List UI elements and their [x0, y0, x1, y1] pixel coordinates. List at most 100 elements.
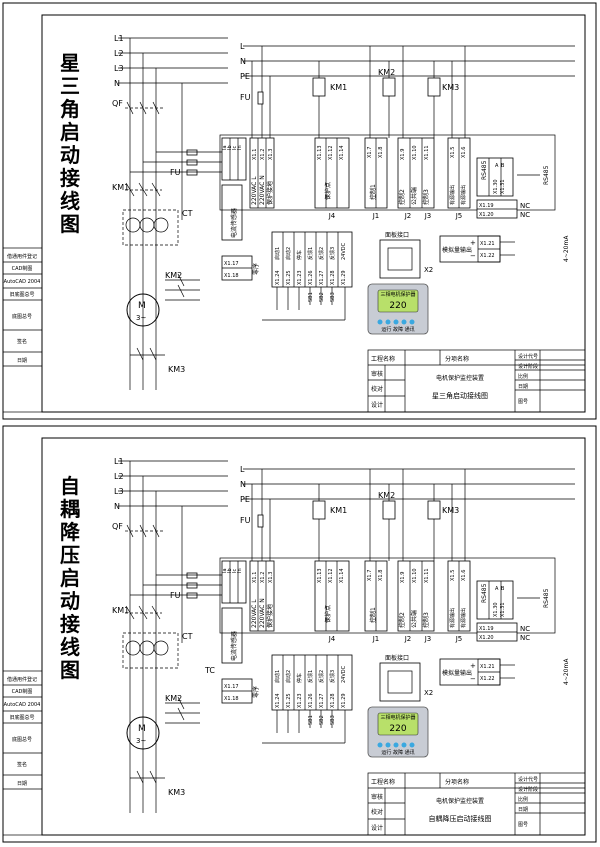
terminal-j4: X1.14 — [339, 568, 345, 583]
rs485-pin: X1.31 — [500, 602, 506, 617]
input-label: 停车 — [296, 250, 303, 260]
switch-label: SB3 — [330, 292, 336, 302]
ct-sensor-top: Ib — [227, 568, 233, 573]
terminal-j5-label: 有源输出 — [460, 185, 467, 205]
j-label: J4 — [328, 212, 336, 220]
input-terminal: X1.23 — [297, 693, 303, 708]
analog-minus: − — [470, 675, 476, 683]
label-km2: KM2 — [165, 694, 182, 703]
terminal-j1: X1.7 — [367, 147, 373, 158]
switch-label: SB3 — [330, 715, 336, 725]
tb-scale: 比例 — [518, 796, 528, 803]
input-terminal: X1.28 — [330, 270, 336, 285]
panel-label: 面板接口 — [385, 654, 409, 662]
ct-sensor-label: 电流传感器 — [230, 208, 238, 238]
terminal-power: X1.1 — [252, 149, 258, 160]
tb-date: 日期 — [518, 384, 528, 390]
rs485-ab: B — [501, 586, 505, 592]
line-label-l: L — [240, 42, 245, 51]
x2-label: X2 — [424, 689, 433, 697]
label-qf: QF — [112, 99, 123, 108]
input-label: 反馈1 — [307, 247, 314, 260]
tb-fig: 图号 — [518, 399, 528, 405]
terminal-power-label: 保护接地 — [266, 604, 274, 628]
tb-scale: 比例 — [518, 373, 528, 380]
ct-sensor-top: In — [237, 568, 243, 573]
side-block-text: 签名 — [17, 761, 27, 768]
terminal-power: X1.2 — [260, 572, 266, 583]
label-motor: M — [138, 724, 146, 734]
label-qf: QF — [112, 522, 123, 531]
line-label-l2: L2 — [114, 49, 124, 58]
side-block-text: CAD制图 — [12, 688, 33, 695]
side-block-text: 借通用件登记 — [7, 676, 37, 683]
input-label: 反馈3 — [329, 247, 336, 260]
tb-sub: 分项名称 — [445, 778, 469, 786]
side-block-text: 底图总号 — [12, 313, 32, 320]
switch-label: SB2 — [319, 292, 325, 302]
terminal-j2j3-label: 公共端 — [410, 610, 418, 628]
sheet-title-char: 降 — [60, 520, 81, 544]
tb-drawing-name: 星三角启动接线图 — [432, 391, 488, 400]
rs485-label: RS485 — [481, 160, 488, 180]
line-label-l2: L2 — [114, 472, 124, 481]
terminal-j4: X1.12 — [328, 145, 334, 160]
analog-terminal: X1.22 — [480, 676, 495, 682]
analog-range: 4~20mA — [563, 235, 570, 262]
sheet-title-char: 启 — [60, 120, 80, 144]
sheet-title-char: 图 — [60, 658, 80, 682]
zero-seq-terminal: X1.17 — [224, 684, 239, 690]
tb-proj: 工程名称 — [371, 355, 395, 363]
panel-label: 面板接口 — [385, 231, 409, 239]
j4-label: 保护点 — [324, 605, 332, 623]
x2-label: X2 — [424, 266, 433, 274]
sheet-title-char: 角 — [60, 97, 80, 121]
terminal-j2j3: X1.11 — [424, 145, 430, 160]
relay-km1: KM1 — [330, 506, 347, 515]
label-ct: CT — [182, 209, 193, 218]
input-terminal: X1.29 — [341, 693, 347, 708]
tb-date: 日期 — [518, 807, 528, 813]
tb-sub: 分项名称 — [445, 355, 469, 363]
terminal-j2j3-label: 控制2 — [398, 189, 406, 205]
ct-sensor-top: In — [237, 145, 243, 150]
j1-label: 控制1 — [369, 184, 377, 200]
j-label: J4 — [328, 635, 336, 643]
terminal-j5-label: 有源输出 — [449, 185, 456, 205]
sheet-title-char: 动 — [60, 143, 80, 167]
terminal-power: X1.2 — [260, 149, 266, 160]
side-block-text: 日期 — [17, 358, 27, 364]
ct-sensor-top: Ic — [232, 146, 238, 150]
tb-drawing-name: 自耦降压启动接线图 — [429, 814, 492, 823]
analog-label: 模拟量输出 — [442, 246, 472, 254]
line-label-n2: N — [240, 480, 246, 489]
label-km3: KM3 — [168, 365, 185, 374]
side-block-text: AutoCAD 2004 — [4, 702, 41, 708]
input-terminal: X1.27 — [319, 270, 325, 285]
input-terminal: X1.29 — [341, 270, 347, 285]
nc-terminal: X1.19 — [479, 203, 494, 209]
label-motor: M — [138, 301, 146, 311]
analog-range: 4~20mA — [563, 658, 570, 685]
tb-code: 设计代号 — [518, 776, 538, 783]
analog-terminal: X1.21 — [480, 241, 495, 247]
ct-sensor-top: Ia — [222, 568, 228, 573]
terminal-j4: X1.13 — [317, 568, 323, 583]
rs485-label: RS485 — [481, 583, 488, 603]
input-terminal: X1.26 — [308, 693, 314, 708]
sheet-title-char: 线 — [60, 635, 80, 659]
analog-label: 模拟量输出 — [442, 669, 472, 677]
line-label-n: N — [114, 79, 120, 88]
terminal-j4: X1.12 — [328, 568, 334, 583]
terminal-j2j3: X1.11 — [424, 568, 430, 583]
terminal-power: X1.1 — [252, 572, 258, 583]
input-label: 24VDC — [341, 242, 347, 260]
side-block-text: 借通用件登记 — [7, 253, 37, 260]
side-block-text: 旧底图总号 — [9, 714, 34, 721]
sheet-2-text: 自耦降压启动接线图L1L2L3NLNPEQFKM1FUCTM3~KM2KM3TC… — [4, 457, 570, 832]
terminal-j5-label: 有源输出 — [460, 608, 467, 628]
tb-proj: 工程名称 — [371, 778, 395, 786]
input-label: 反馈2 — [318, 247, 325, 260]
input-label: 反馈2 — [318, 670, 325, 683]
nc-label-2: NC — [520, 211, 530, 219]
